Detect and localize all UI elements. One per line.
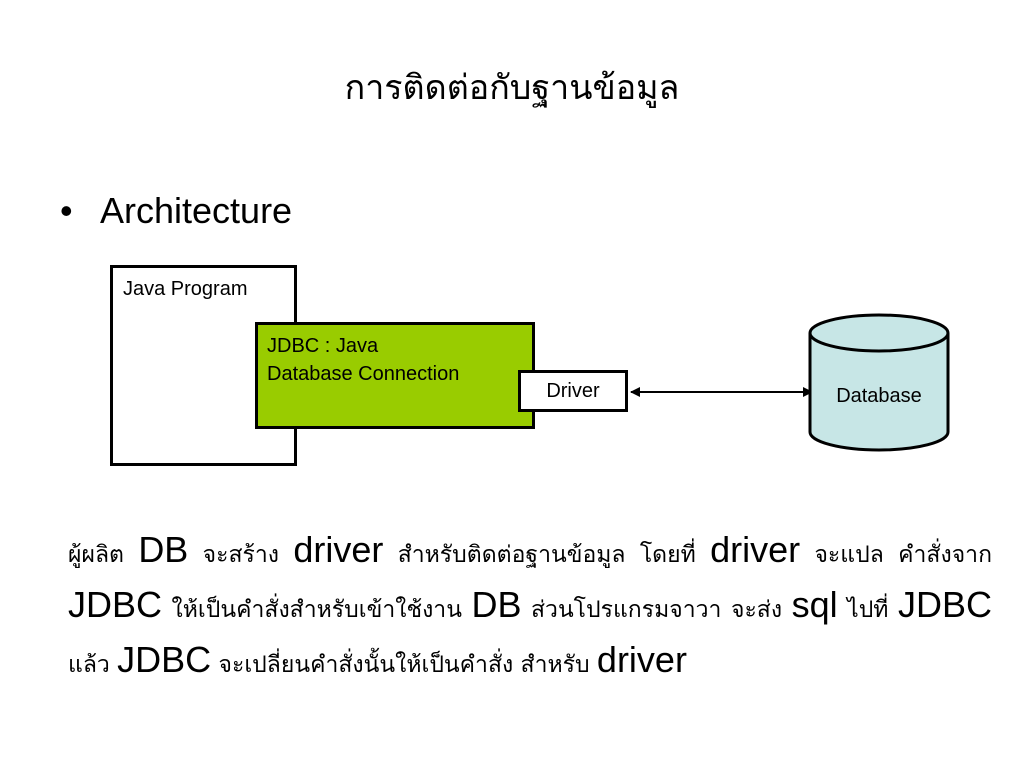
jdbc-label-line2: Database Connection	[267, 363, 460, 385]
jdbc-box: JDBC : Java Database Connection	[255, 322, 535, 429]
jdbc-label-line1: JDBC : Java	[267, 335, 379, 357]
database-label: Database	[836, 385, 922, 407]
thai-text: ส่วนโปรแกรมจาวา จะส่ง	[521, 597, 792, 623]
keyword-text: driver	[293, 529, 384, 570]
keyword-text: driver	[710, 529, 801, 570]
slide-title: การติดต่อกับฐานข้อมูล	[344, 68, 680, 108]
java-program-label: Java Program	[123, 278, 248, 300]
database-cylinder	[808, 313, 950, 452]
keyword-text: DB	[471, 584, 522, 625]
thai-text: จะสร้าง	[188, 542, 294, 568]
description-paragraph: ผู้ผลิต DB จะสร้าง driver สำหรับติดต่อฐา…	[68, 525, 992, 690]
bullet-item: • Architecture	[60, 190, 292, 232]
thai-text: ผู้ผลิต	[68, 542, 139, 568]
keyword-text: JDBC	[117, 639, 212, 680]
driver-label: Driver	[546, 380, 600, 402]
thai-text: แล้ว	[68, 652, 118, 678]
thai-text: สำหรับติดต่อฐานข้อมูล โดยที่	[383, 542, 711, 568]
thai-text: ให้เป็นคำสั่งสำหรับเข้าใช้งาน	[162, 597, 472, 623]
thai-text: จะเปลี่ยนคำสั่งนั้นให้เป็นคำสั่ง สำหรับ	[211, 652, 597, 678]
keyword-text: JDBC	[68, 584, 163, 625]
thai-text: ไปที่	[837, 597, 898, 623]
keyword-text: driver	[596, 639, 687, 680]
thai-text: จะแปล คำสั่งจาก	[800, 542, 993, 568]
keyword-text: JDBC	[897, 584, 992, 625]
bullet-dot: •	[60, 190, 73, 231]
bullet-text: Architecture	[100, 190, 293, 231]
keyword-text: sql	[791, 584, 838, 625]
driver-box: Driver	[518, 370, 628, 412]
keyword-text: DB	[138, 529, 189, 570]
